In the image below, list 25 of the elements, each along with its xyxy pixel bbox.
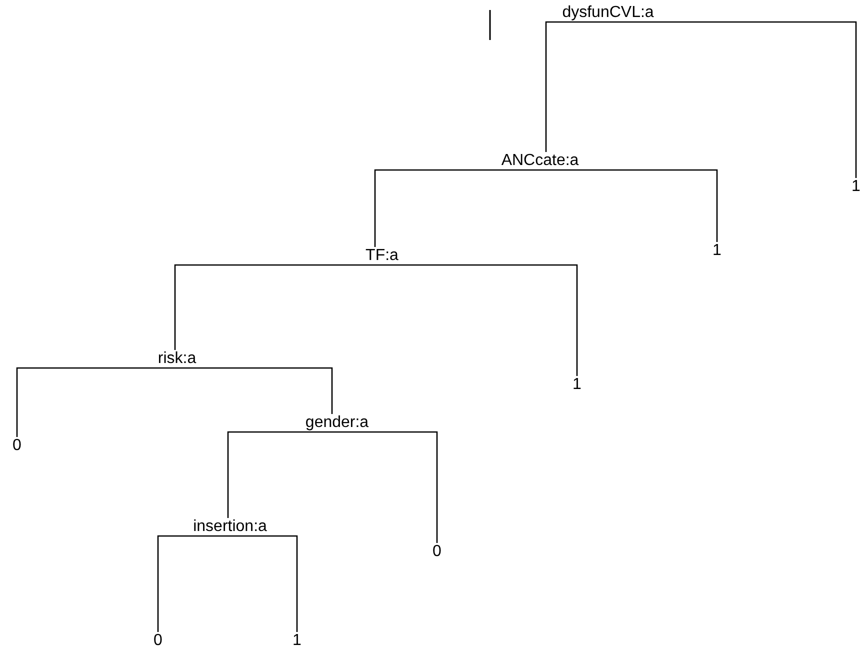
tree-branch (16, 367, 177, 437)
leaf-label: 1 (850, 178, 861, 196)
split-label: risk:a (156, 350, 198, 368)
leaf-label: 0 (432, 543, 442, 561)
tree-branch (608, 21, 857, 178)
tree-branch (374, 169, 540, 247)
tree-branch (337, 431, 438, 543)
leaf-label: 0 (152, 632, 164, 650)
leaf-label: 1 (712, 242, 722, 260)
tree-branch (227, 431, 337, 518)
split-label: TF:a (364, 247, 400, 265)
tree-branch (545, 21, 608, 152)
leaf-label: 1 (292, 632, 302, 650)
split-label: dysfunCVL:a (561, 4, 655, 22)
split-label: insertion:a (192, 518, 268, 536)
tree-branch (230, 535, 298, 632)
leaf-label: 1 (572, 376, 582, 394)
tree-branch (382, 264, 578, 376)
split-label: ANCcate:a (500, 152, 580, 170)
tree-branch (540, 169, 718, 242)
split-label: gender:a (304, 414, 370, 432)
leaf-label: 0 (12, 437, 22, 455)
tree-branch (177, 367, 333, 414)
tree-branch (174, 264, 382, 350)
tree-branch (157, 535, 230, 632)
